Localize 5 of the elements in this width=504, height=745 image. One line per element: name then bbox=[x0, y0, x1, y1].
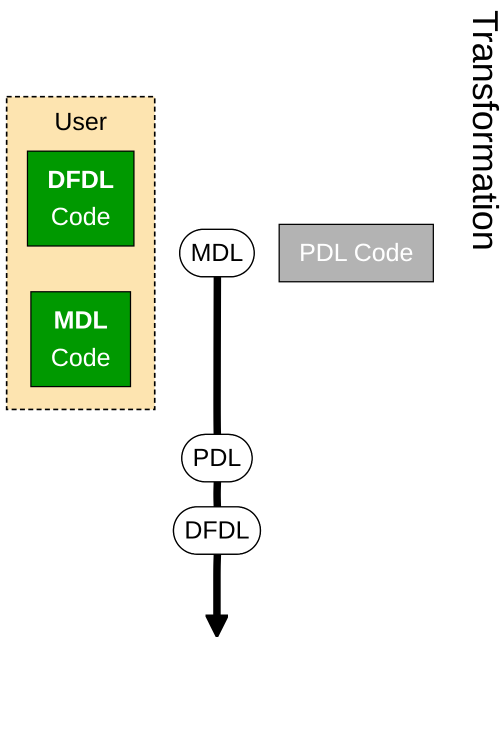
node-box: MDL Code bbox=[30, 290, 132, 387]
arrow bbox=[204, 552, 230, 638]
flow-label: Transformation bbox=[464, 10, 504, 251]
node-box: DFDL Code bbox=[26, 150, 135, 246]
node-box: PDL Code bbox=[278, 223, 434, 282]
